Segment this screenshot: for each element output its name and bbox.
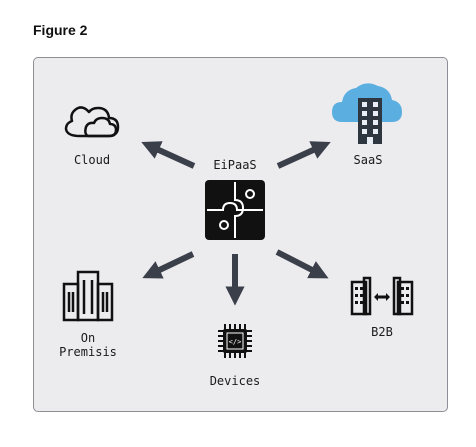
b2b-label: B2B <box>371 325 393 339</box>
office-building-icon <box>62 270 114 322</box>
arrow-to-cloud <box>141 141 196 169</box>
arrow-to-b2b <box>275 249 329 279</box>
saas-label: SaaS <box>353 153 383 167</box>
arrows <box>141 141 331 306</box>
hub-label: EiPaaS <box>213 158 257 172</box>
cloud-label: Cloud <box>73 153 111 167</box>
puzzle-icon <box>205 180 265 240</box>
cloud-building-icon <box>332 83 402 144</box>
onprem-label-line1: On <box>80 331 96 345</box>
arrow-to-onprem <box>142 251 195 279</box>
arrow-to-saas <box>276 141 331 169</box>
chip-icon: </> <box>218 324 252 358</box>
onprem-label-line2: Premisis <box>59 345 117 359</box>
svg-text:</>: </> <box>229 338 242 346</box>
cloud-icon <box>64 106 120 138</box>
devices-label: Devices <box>209 374 261 388</box>
figure-title: Figure 2 <box>33 22 88 38</box>
buildings-exchange-icon <box>350 276 414 316</box>
